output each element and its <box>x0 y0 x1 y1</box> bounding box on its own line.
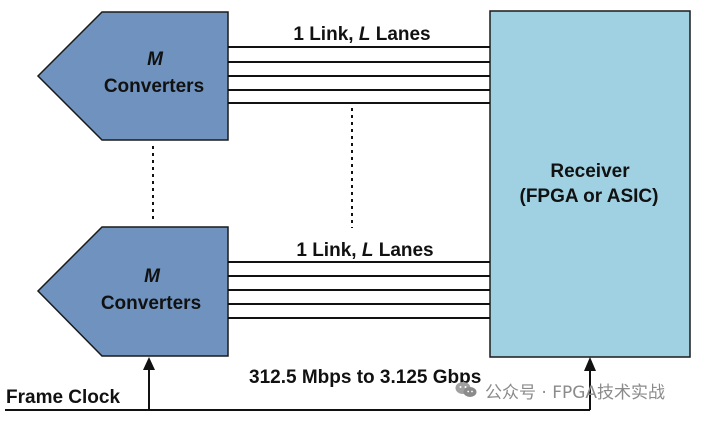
frame-clock-arrow-converter <box>143 357 155 370</box>
top-lanes <box>228 46 490 104</box>
rate-label: 312.5 Mbps to 3.125 Gbps <box>249 367 481 388</box>
frame-clock-arrow-receiver <box>584 357 596 371</box>
top-converter-shape <box>36 11 229 141</box>
bottom-converter-label: Converters <box>101 293 201 314</box>
top-link-suffix: Lanes <box>370 24 430 45</box>
bottom-converter-m: M <box>144 266 161 287</box>
top-converter-m: M <box>147 49 164 70</box>
bottom-link-suffix: Lanes <box>373 240 433 261</box>
bottom-link-var: L <box>362 240 374 261</box>
bottom-converter-shape <box>36 226 229 357</box>
top-converter-label: Converters <box>104 76 204 97</box>
frame-clock-label: Frame Clock <box>6 387 120 408</box>
top-link-var: L <box>359 24 371 45</box>
receiver-title: Receiver <box>550 161 630 182</box>
top-link-prefix: 1 Link, <box>293 24 358 45</box>
wechat-icon <box>454 380 478 400</box>
top-link-label: 1 Link, L Lanes <box>293 24 430 45</box>
frame-clock-wiring <box>5 357 596 411</box>
watermark: 公众号 · FPGA技术实战 <box>454 372 699 408</box>
receiver-subtitle: (FPGA or ASIC) <box>520 186 659 207</box>
bottom-lanes <box>228 261 490 319</box>
watermark-text: 公众号 · FPGA技术实战 <box>485 382 666 403</box>
receiver-box <box>489 10 691 358</box>
bottom-link-prefix: 1 Link, <box>296 240 361 261</box>
bottom-link-label: 1 Link, L Lanes <box>296 240 433 261</box>
